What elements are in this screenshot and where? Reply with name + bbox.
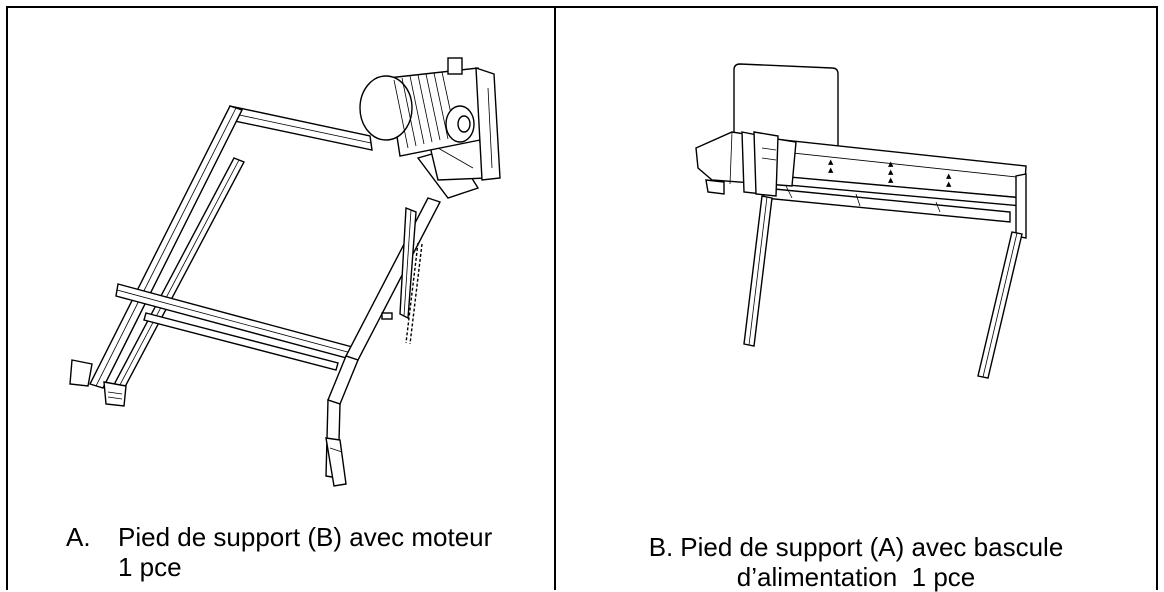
svg-text:▲: ▲ bbox=[888, 176, 894, 184]
right-rail bbox=[325, 197, 441, 487]
left-feet bbox=[69, 359, 127, 407]
svg-text:▲: ▲ bbox=[888, 160, 894, 168]
svg-text:▲: ▲ bbox=[946, 172, 952, 180]
right-leg bbox=[977, 231, 1023, 379]
svg-text:▲: ▲ bbox=[946, 180, 952, 188]
part-a-title: Pied de support (B) avec moteur bbox=[118, 522, 493, 552]
part-a-quantity: 1 pce bbox=[118, 552, 182, 582]
support-stand-with-feed-tilt-drawing-icon: ▲ ▲ ▲ ▲ ▲ ▲ ▲ bbox=[695, 63, 1027, 379]
left-rail bbox=[89, 105, 245, 401]
part-b-subtitle-line: d’alimentation 1 pce bbox=[556, 562, 1156, 592]
parts-table: A. Pied de support (B) avec moteur 1 pce bbox=[6, 6, 1158, 592]
part-b-marker: B. bbox=[648, 532, 674, 562]
part-b-subtitle: d’alimentation bbox=[736, 562, 898, 592]
drive-chain bbox=[405, 242, 423, 345]
part-b-caption: B.Pied de support (A) avec bascule d’ali… bbox=[556, 532, 1156, 592]
part-a-title-line: A. Pied de support (B) avec moteur bbox=[8, 522, 548, 552]
part-cell-b: ▲ ▲ ▲ ▲ ▲ ▲ ▲ bbox=[556, 8, 1156, 592]
part-cell-a: A. Pied de support (B) avec moteur 1 pce bbox=[8, 8, 556, 590]
part-b-title-line: B.Pied de support (A) avec bascule bbox=[556, 532, 1156, 562]
svg-text:▲: ▲ bbox=[888, 168, 894, 176]
feed-tilt-head bbox=[695, 131, 797, 197]
part-b-quantity: 1 pce bbox=[911, 562, 976, 592]
pin-icon bbox=[381, 312, 393, 320]
motor-icon bbox=[359, 57, 501, 181]
part-b-title: Pied de support (A) avec bascule bbox=[680, 532, 1064, 562]
top-rail bbox=[229, 105, 373, 151]
beam-markers: ▲ ▲ ▲ ▲ ▲ ▲ ▲ bbox=[828, 158, 952, 188]
part-a-marker: A. bbox=[66, 522, 91, 552]
left-leg bbox=[743, 195, 773, 347]
support-stand-with-motor-drawing-icon bbox=[69, 57, 501, 487]
svg-text:▲: ▲ bbox=[828, 158, 834, 166]
hopper-back bbox=[733, 63, 839, 149]
part-a-caption: A. Pied de support (B) avec moteur 1 pce bbox=[8, 522, 548, 582]
svg-text:▲: ▲ bbox=[828, 166, 834, 174]
